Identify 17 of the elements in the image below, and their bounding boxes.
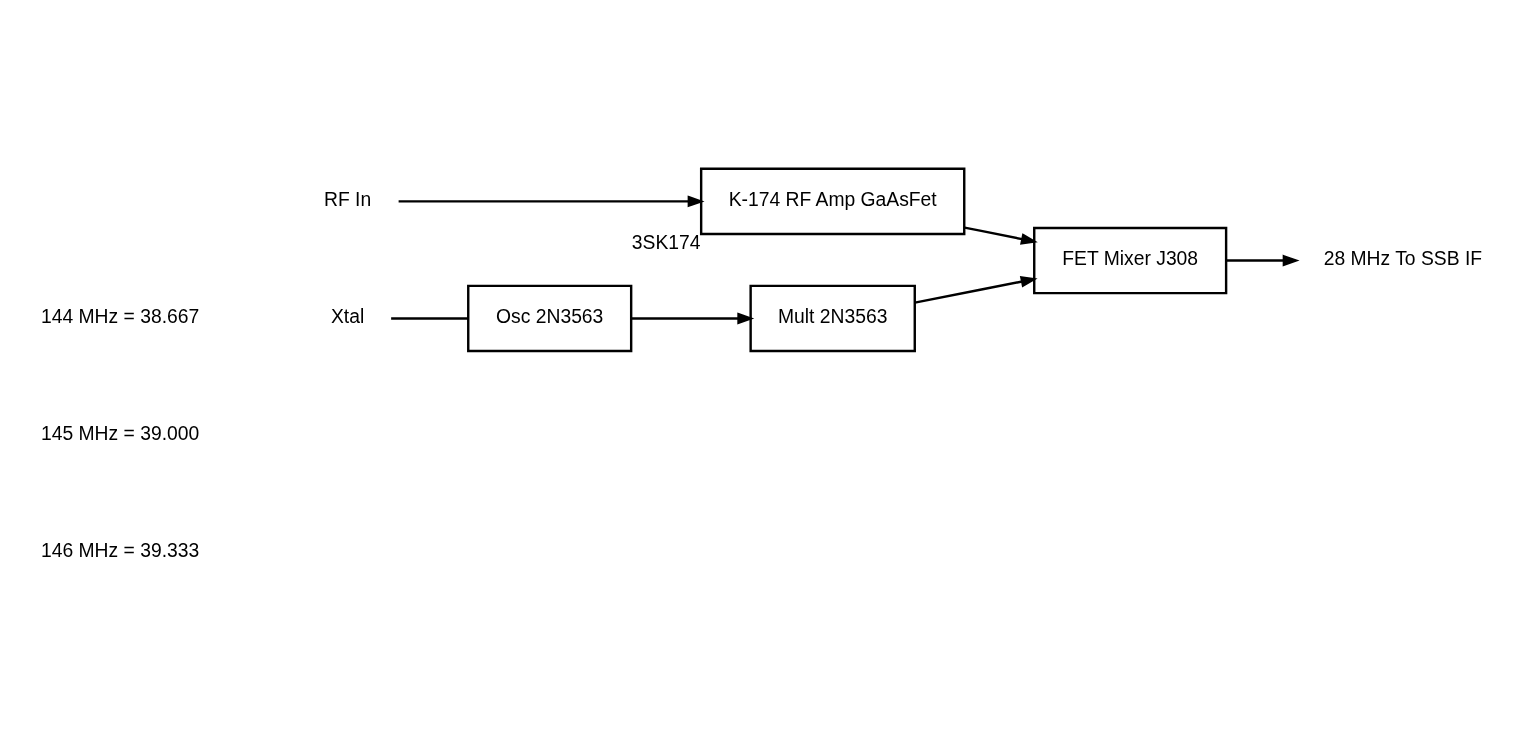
node-box: Osc 2N3563	[467, 284, 633, 353]
label: 145 MHz = 39.000	[40, 423, 200, 445]
arrow	[964, 226, 1038, 245]
node-text: Xtal	[330, 306, 365, 328]
node-text: 28 MHz To SSB IF	[1323, 248, 1483, 270]
arrow	[631, 312, 755, 325]
label: 146 MHz = 39.333	[40, 540, 200, 562]
node-text: RF In	[323, 189, 372, 210]
node-box: K-174 RF Amp GaAsFet	[699, 167, 966, 236]
node-box: Mult 2N3563	[749, 284, 916, 353]
label: 144 MHz = 38.667	[40, 306, 200, 328]
arrow	[1226, 254, 1300, 267]
arrow	[914, 275, 1038, 304]
node-box: FET Mixer J308	[1033, 226, 1228, 295]
node-label: 3SK174	[631, 232, 701, 254]
arrow	[398, 195, 705, 208]
connector	[391, 317, 468, 320]
